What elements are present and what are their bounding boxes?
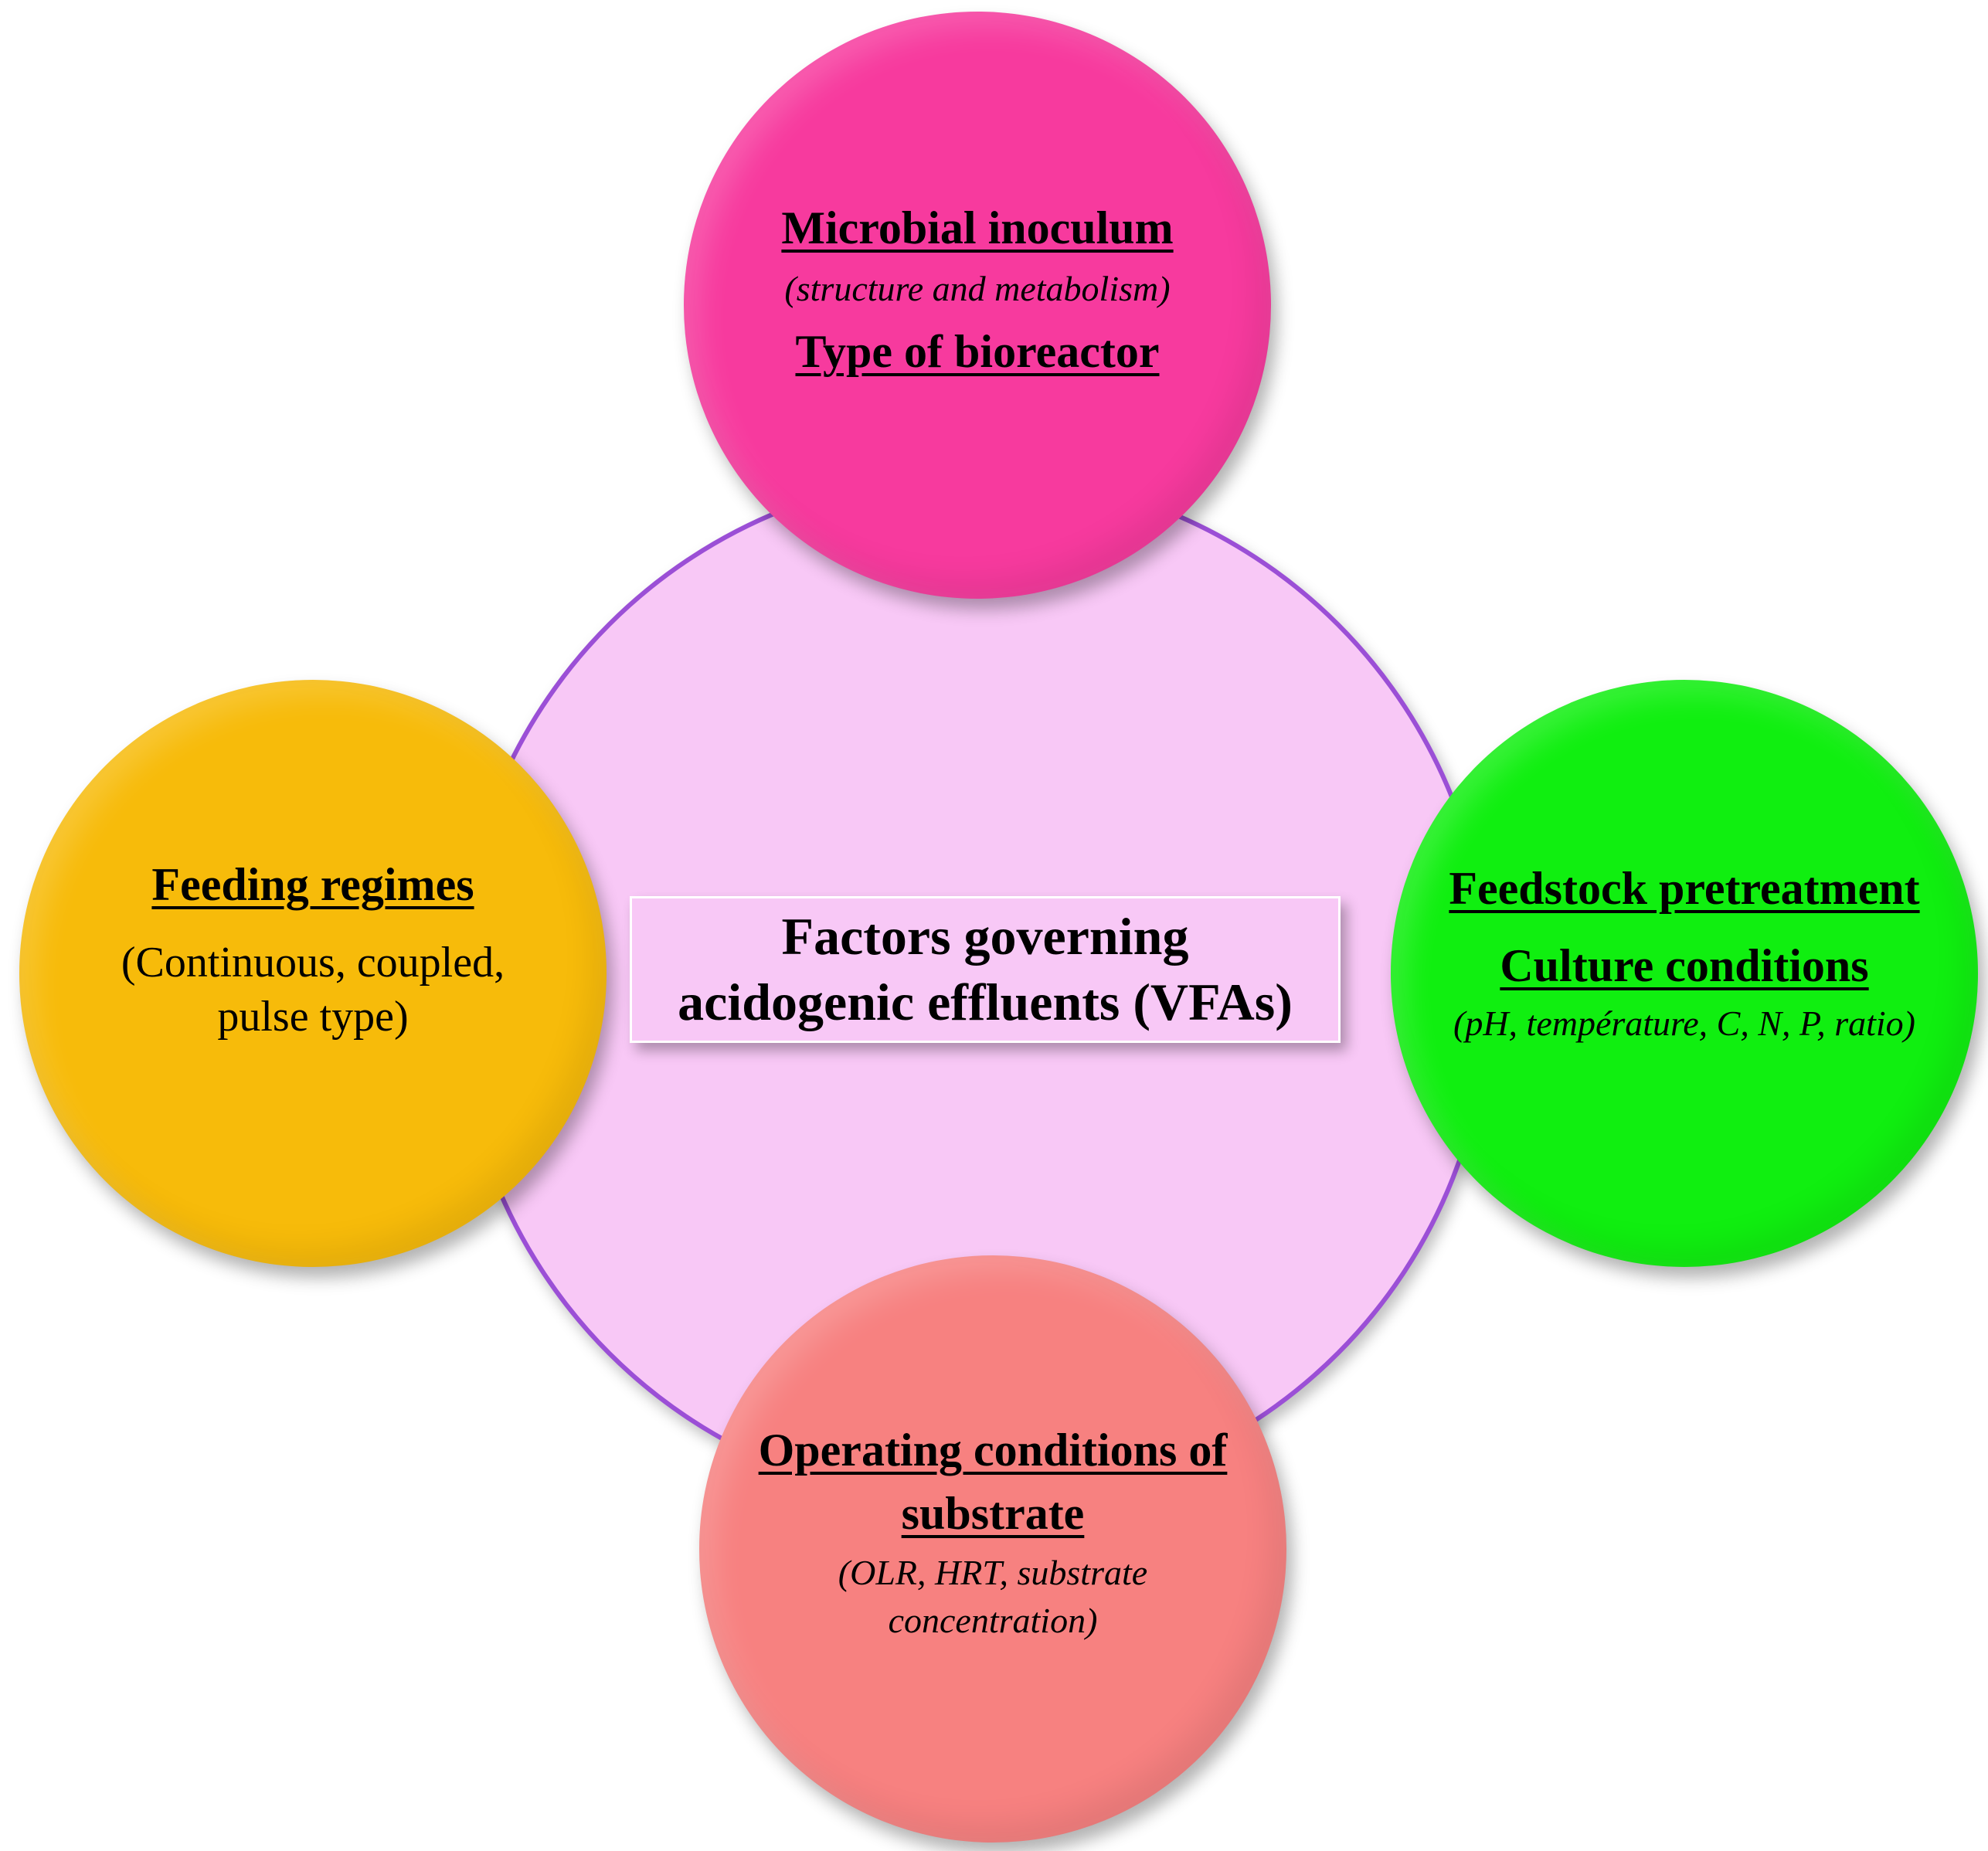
central-title-line-1: Factors governing [781,907,1189,966]
central-title-line-2: acidogenic effluents (VFAs) [678,973,1293,1031]
microbial-inoculum-detail: (structure and metabolism) [784,268,1171,308]
feedstock-culture-circle: Feedstock pretreatment Culture condition… [1391,680,1978,1267]
microbial-inoculum-circle: Microbial inoculum (structure and metabo… [684,12,1271,599]
operating-conditions-circle: Operating conditions of substrate (OLR, … [699,1255,1286,1843]
feeding-regimes-heading: Feeding regimes [151,859,474,910]
bioreactor-type-heading: Type of bioreactor [795,326,1160,378]
central-title: Factors governing acidogenic effluents (… [678,904,1293,1035]
operating-conditions-heading-line-1: Operating conditions of [758,1424,1228,1476]
operating-conditions-heading-line-2: substrate [901,1487,1085,1539]
microbial-inoculum-heading: Microbial inoculum [781,202,1174,253]
operating-conditions-detail: (OLR, HRT, substrate concentration) [838,1549,1147,1645]
operating-conditions-heading: Operating conditions of substrate [759,1422,1228,1541]
culture-conditions-heading: Culture conditions [1500,939,1869,991]
central-title-box: Factors governing acidogenic effluents (… [630,896,1341,1043]
operating-conditions-detail-line-1: (OLR, HRT, substrate [838,1552,1148,1592]
culture-conditions-detail: (pH, température, C, N, P, ratio) [1453,1003,1915,1043]
operating-conditions-detail-line-2: concentration) [888,1601,1098,1640]
feeding-regimes-detail: (Continuous, coupled, pulse type) [121,936,505,1044]
feeding-regimes-detail-line-1: (Continuous, coupled, [121,939,505,987]
feeding-regimes-detail-line-2: pulse type) [217,993,409,1041]
feeding-regimes-circle: Feeding regimes (Continuous, coupled, pu… [19,680,607,1267]
feedstock-pretreatment-heading: Feedstock pretreatment [1449,862,1920,914]
